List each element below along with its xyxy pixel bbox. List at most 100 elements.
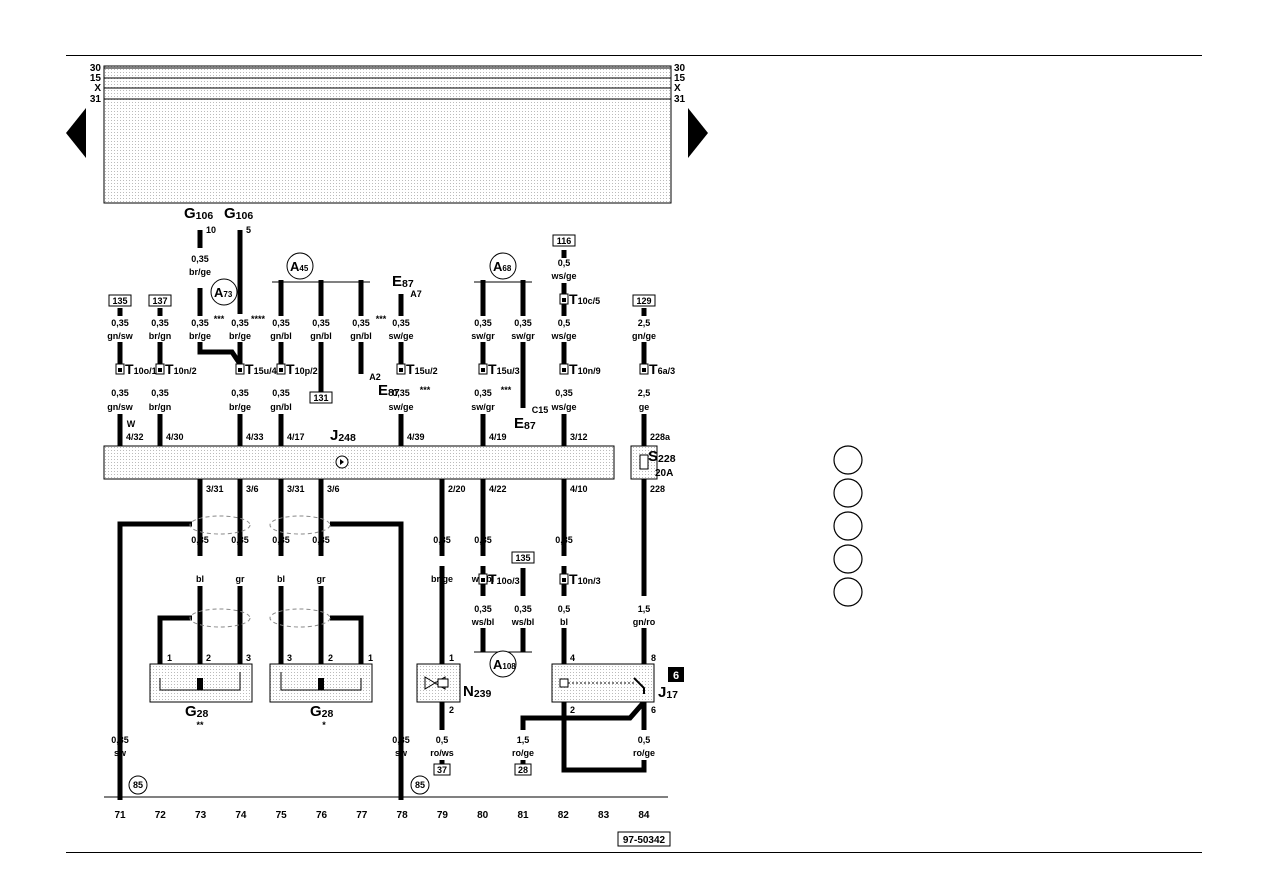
component-letter: E bbox=[514, 415, 524, 432]
pin-label: 2 bbox=[449, 705, 454, 715]
wire-color: br/gn bbox=[149, 331, 172, 341]
component-subscript: 106 bbox=[236, 210, 254, 222]
annotation-label: 0,35 bbox=[191, 254, 209, 264]
ground-label: A73 bbox=[214, 285, 233, 300]
annotation-label: W bbox=[127, 419, 136, 429]
component-label: G106 bbox=[184, 205, 213, 222]
wire-size: 0,35 bbox=[514, 318, 532, 328]
reference-number: 28 bbox=[518, 765, 528, 775]
pin-label: 4 bbox=[570, 653, 575, 663]
rail-label: 30 bbox=[674, 63, 686, 74]
sensor-element-block bbox=[318, 678, 324, 690]
wire-size: 1,5 bbox=[517, 735, 530, 745]
connector-label: T10n/3 bbox=[569, 571, 601, 587]
pin-label: 4/33 bbox=[246, 432, 264, 442]
legend-circles bbox=[833, 445, 863, 607]
connector-label: T10n/9 bbox=[569, 361, 601, 377]
connector-subscript: 15u/2 bbox=[415, 366, 438, 376]
wire-color: ws/ge bbox=[550, 331, 576, 341]
component-letter: G bbox=[224, 205, 236, 222]
wire-color: sw bbox=[114, 748, 127, 758]
fuse-element bbox=[639, 454, 649, 470]
rail-label: 31 bbox=[90, 94, 102, 105]
column-number: 78 bbox=[397, 810, 409, 821]
component-letter: J bbox=[330, 427, 338, 444]
pin-label: 3/6 bbox=[246, 484, 259, 494]
wire-color: br/ge bbox=[229, 331, 251, 341]
reference-box bbox=[309, 391, 333, 404]
connector-label: T10p/2 bbox=[286, 361, 318, 377]
wire-color: br/ge bbox=[189, 331, 211, 341]
rail-label: 31 bbox=[674, 94, 686, 105]
connector-letter: T bbox=[245, 361, 254, 377]
next-page-arrow-icon[interactable] bbox=[688, 108, 708, 158]
top-rule bbox=[66, 55, 1202, 56]
connector-label: T10n/2 bbox=[165, 361, 197, 377]
wire-color: gn/sw bbox=[107, 331, 134, 341]
component-label: E87 bbox=[514, 415, 536, 432]
reference-number: 116 bbox=[557, 236, 572, 246]
pin-label: 2 bbox=[328, 653, 333, 663]
legend-circle-icon bbox=[833, 445, 863, 475]
pin-label: 3/31 bbox=[287, 484, 305, 494]
annotations: 0,35br/ge0,5ws/ge****************A7A2C15… bbox=[127, 254, 577, 730]
wire-color: bl bbox=[196, 574, 204, 584]
pin-label: 4/17 bbox=[287, 432, 305, 442]
component-label: G28 bbox=[310, 703, 334, 720]
wire-color: br/ge bbox=[431, 574, 453, 584]
wire-color: ws/ge bbox=[550, 402, 576, 412]
wire-size: 0,35 bbox=[151, 388, 169, 398]
pin-label: 4/22 bbox=[489, 484, 507, 494]
connector-label: T15u/2 bbox=[406, 361, 438, 377]
wire-color: sw/gr bbox=[471, 402, 495, 412]
wire-color: gn/bl bbox=[350, 331, 372, 341]
wire-size: 0,5 bbox=[558, 318, 571, 328]
wire-color: ro/ge bbox=[633, 748, 655, 758]
ground-point-icon bbox=[286, 252, 314, 280]
previous-page-arrow-icon[interactable] bbox=[66, 108, 86, 158]
component-label: J17 bbox=[658, 684, 678, 701]
pin-number: 10 bbox=[206, 225, 216, 235]
connector-subscript: 10p/2 bbox=[295, 366, 318, 376]
annotation-label: A7 bbox=[410, 289, 422, 299]
wire-color: sw bbox=[395, 748, 408, 758]
ground-subscript: 108 bbox=[502, 662, 516, 671]
column-number: 71 bbox=[114, 810, 126, 821]
annotation-label: 0,5 bbox=[558, 258, 571, 268]
wire-size: 0,35 bbox=[555, 535, 573, 545]
wire-size: 0,35 bbox=[191, 535, 209, 545]
reference-number: 37 bbox=[437, 765, 447, 775]
connector-subscript: 10n/2 bbox=[174, 366, 197, 376]
pin-label: 3 bbox=[287, 653, 292, 663]
rail-label: X bbox=[94, 83, 101, 94]
diagram-id: 97-50342 bbox=[623, 835, 666, 846]
wire-size: 1,5 bbox=[638, 604, 651, 614]
connector-label: T10o/3 bbox=[488, 571, 520, 587]
wires bbox=[117, 230, 647, 800]
component-subscript: 106 bbox=[196, 210, 214, 222]
diagram-id-box bbox=[617, 831, 671, 847]
wire-color: br/gn bbox=[149, 402, 172, 412]
component-label: S228 bbox=[648, 448, 676, 465]
column-number: 79 bbox=[437, 810, 449, 821]
wire-labels: 0,35 gn/sw 0,35 br/gn 0,35 br/ge 0,35 br/ge 0,35… bbox=[107, 318, 656, 758]
legend-circle-icon bbox=[833, 478, 863, 508]
component-label: G106 bbox=[224, 205, 253, 222]
connector-pin-icon bbox=[279, 368, 283, 372]
ground-point-icon bbox=[489, 252, 517, 280]
wire-color: gr bbox=[236, 574, 245, 584]
connector-pin-icon bbox=[481, 368, 485, 372]
connector-label: T15u/3 bbox=[488, 361, 520, 377]
ground-subscript: 73 bbox=[223, 290, 232, 299]
rail-lines bbox=[104, 67, 671, 100]
pin-label: 4/10 bbox=[570, 484, 588, 494]
wire-size: 0,35 bbox=[272, 388, 290, 398]
column-number: 72 bbox=[155, 810, 167, 821]
pin-number: 5 bbox=[246, 225, 251, 235]
relay-badge-box bbox=[668, 667, 684, 682]
valve-coil bbox=[437, 678, 449, 688]
connector-pin-icon bbox=[238, 368, 242, 372]
wire-size: 0,35 bbox=[392, 735, 410, 745]
